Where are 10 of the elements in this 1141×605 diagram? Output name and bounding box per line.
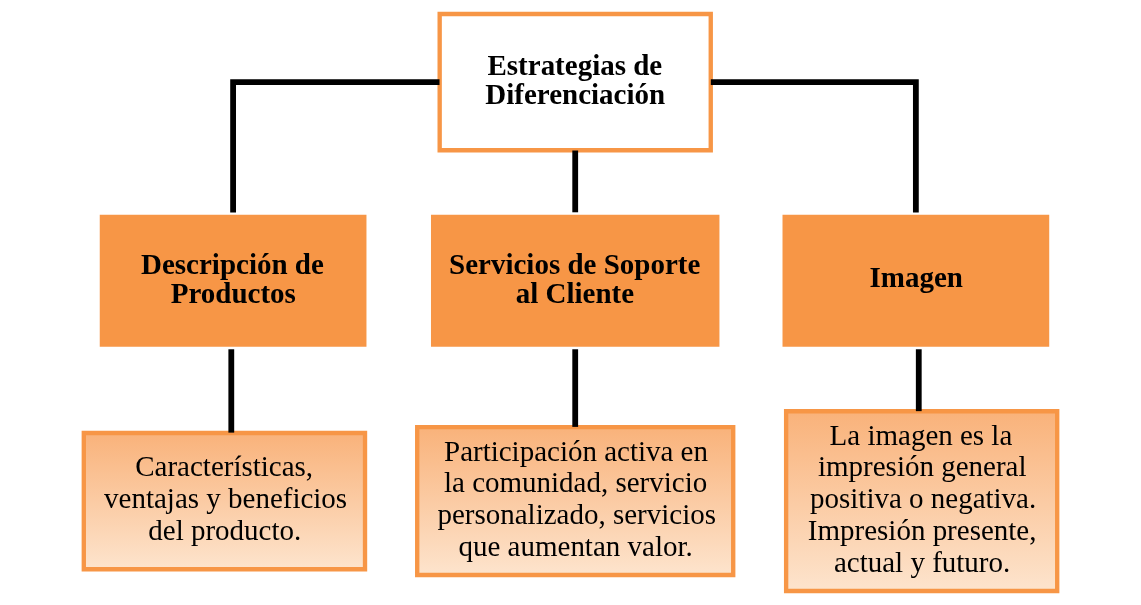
connector: [228, 349, 235, 433]
node-box: La imagen es la impresión general positiva o negativa. Impresión presente, actual y futuro.: [783, 409, 1060, 594]
connector: [572, 349, 579, 427]
node-box: Estrategias de Diferenciación: [437, 11, 713, 153]
node-box: Características, ventajas y beneficios del producto.: [81, 430, 368, 572]
connector: [915, 349, 922, 412]
connector: [230, 79, 440, 213]
node-box: Participación activa en la comunidad, servicio personalizado, servicios que aumentan valor.: [415, 425, 736, 578]
connector: [572, 150, 579, 213]
connector: [710, 79, 919, 213]
